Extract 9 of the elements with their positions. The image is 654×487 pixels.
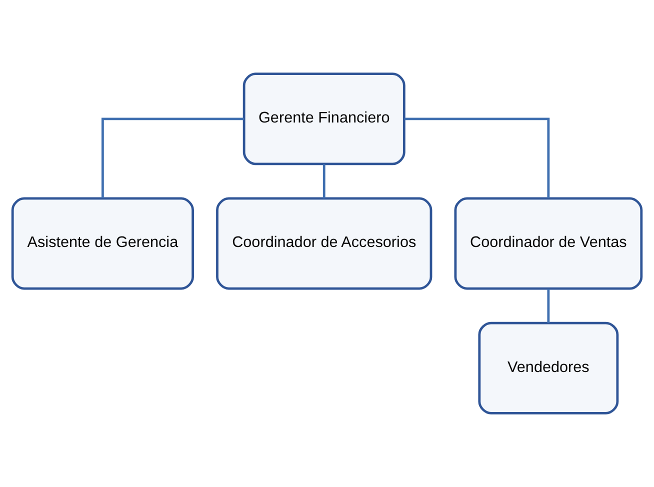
- node-box: Coordinador de Accesorios: [216, 197, 432, 290]
- node-box: Vendedores: [478, 322, 619, 414]
- node-box: Asistente de Gerencia: [11, 197, 194, 290]
- connector: [102, 118, 244, 198]
- node-box: Coordinador de Ventas: [454, 197, 643, 290]
- node-box: Gerente Financiero: [242, 72, 406, 166]
- connector: [322, 164, 326, 198]
- connector: [404, 118, 550, 198]
- connector: [547, 288, 550, 324]
